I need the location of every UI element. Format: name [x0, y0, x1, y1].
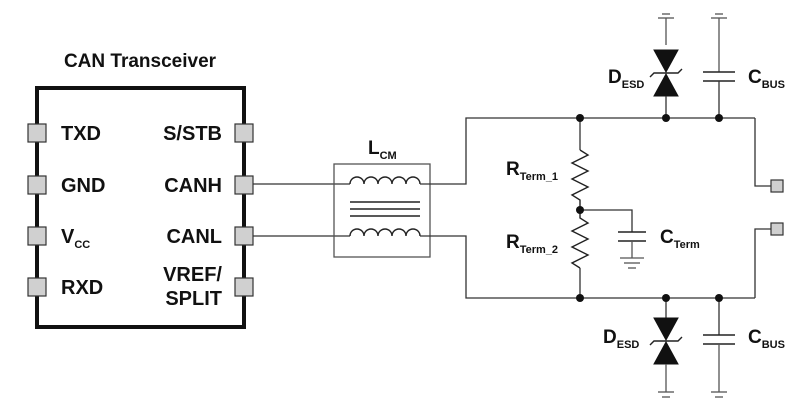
label-vcc-main: V [61, 226, 75, 248]
label-sstb: S/STB [163, 123, 222, 145]
connector-canl [770, 222, 784, 236]
resistor-rterm2 [570, 210, 590, 269]
label-lcm: LCM [368, 138, 397, 162]
label-canl: CANL [166, 226, 222, 248]
label-cbus-top-main: C [748, 67, 762, 88]
label-lcm-sub: CM [380, 150, 397, 162]
desd-top-triangle-upper [653, 49, 679, 74]
pin-gnd [27, 175, 47, 195]
label-canh: CANH [164, 175, 222, 197]
junction-dot [662, 294, 670, 302]
label-desd-top-sub: ESD [622, 79, 645, 91]
wire-canl-bus [420, 235, 755, 299]
transceiver-title: CAN Transceiver [64, 51, 217, 72]
label-desd-bottom: DESD [603, 327, 639, 351]
label-vcc-sub: CC [74, 239, 90, 251]
choke-winding-top [349, 176, 421, 185]
label-rterm2-main: R [506, 232, 520, 253]
label-cbus-top-sub: BUS [762, 79, 785, 91]
junction-dot [715, 294, 723, 302]
junction-dot [576, 206, 584, 214]
pin-canl [234, 226, 254, 246]
pin-vcc [27, 226, 47, 246]
label-vcc: VCC [61, 226, 90, 251]
label-cterm: CTerm [660, 227, 700, 251]
label-cbus-bottom: CBUS [748, 327, 785, 351]
junction-dot [576, 114, 584, 122]
desd-top-zener-bar [649, 68, 683, 78]
label-rterm2: RTerm_2 [506, 232, 558, 256]
desd-top-triangle-lower [653, 72, 679, 97]
choke-box [333, 163, 431, 258]
junction-dot [576, 294, 584, 302]
label-gnd: GND [61, 175, 105, 197]
transceiver-body [35, 86, 246, 329]
desd-bottom-triangle-lower [653, 340, 679, 365]
label-desd-top-main: D [608, 67, 622, 88]
label-vref: VREF/ [163, 264, 222, 286]
wire-bus-canl-connector [754, 228, 771, 298]
pin-rxd [27, 277, 47, 297]
junction-dot [662, 114, 670, 122]
label-rterm1-sub: Term_1 [520, 171, 558, 183]
pin-canh [234, 175, 254, 195]
label-rterm1-main: R [506, 159, 520, 180]
choke-winding-bottom [349, 228, 421, 237]
pin-vref-split [234, 277, 254, 297]
label-lcm-main: L [368, 138, 380, 159]
junction-dot [715, 114, 723, 122]
wire-cterm [580, 209, 633, 232]
label-desd-bottom-sub: ESD [617, 339, 640, 351]
desd-bottom-zener-bar [649, 336, 683, 346]
label-cbus-bottom-sub: BUS [762, 339, 785, 351]
label-cbus-top: CBUS [748, 67, 785, 91]
connector-canh [770, 179, 784, 193]
label-rterm1: RTerm_1 [506, 159, 558, 183]
label-rxd: RXD [61, 277, 103, 299]
label-rterm2-sub: Term_2 [520, 244, 558, 256]
wire-canh-bus [420, 117, 755, 185]
label-cterm-main: C [660, 227, 674, 248]
label-desd-top: DESD [608, 67, 644, 91]
pin-txd [27, 123, 47, 143]
label-desd-bottom-main: D [603, 327, 617, 348]
wire-bus-canh-connector [754, 118, 771, 187]
desd-bottom-triangle-upper [653, 317, 679, 342]
label-txd: TXD [61, 123, 101, 145]
pin-sstb [234, 123, 254, 143]
label-cbus-bottom-main: C [748, 327, 762, 348]
label-cterm-sub: Term [674, 239, 700, 251]
resistor-rterm1 [570, 149, 590, 210]
label-split: SPLIT [165, 288, 222, 310]
